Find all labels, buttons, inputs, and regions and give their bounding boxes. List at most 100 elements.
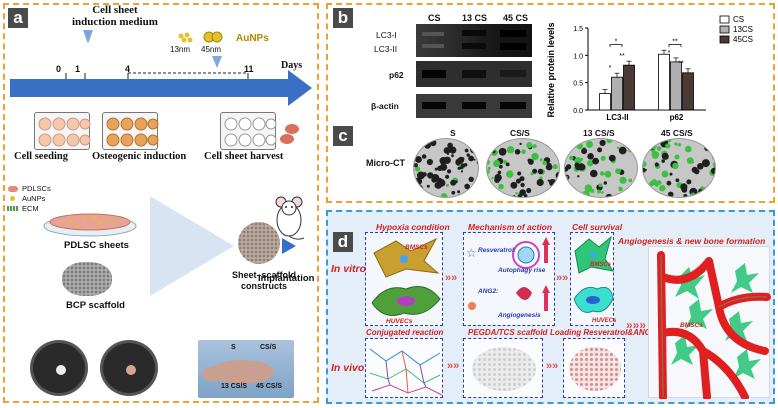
tick-1: 1 <box>75 64 81 74</box>
bcp-scaffold-icon <box>62 262 112 296</box>
result-box <box>648 246 771 401</box>
induction-medium-label: Cell sheet induction medium <box>72 4 158 28</box>
autophagy-label: Autophagy rise <box>498 267 546 274</box>
legend-label: 45CS <box>733 35 753 44</box>
funnel-arrow <box>150 196 234 296</box>
in-vivo-label: In vivo <box>331 362 365 374</box>
significance-mark: ** <box>619 53 625 60</box>
mechanism-title: Mechanism of action <box>468 222 553 232</box>
timeline-arrow <box>10 70 312 106</box>
ct-label-13: 13 CS/S <box>583 128 615 138</box>
panel-c-label: c <box>333 126 353 146</box>
bar <box>611 76 623 111</box>
significance-mark: * <box>615 38 618 45</box>
mouse-photo <box>198 340 294 398</box>
pegda-title: PEGDA/TCS scaffold <box>468 328 548 337</box>
aunp-13nm-icon <box>177 31 193 43</box>
microct-label: Micro-CT <box>366 158 405 168</box>
panel-b-label: b <box>333 8 353 28</box>
significance-mark: * <box>609 65 612 72</box>
loading-box <box>563 338 625 398</box>
row-p62: p62 <box>389 70 404 80</box>
stage-osteo: Osteogenic induction <box>92 151 187 162</box>
ct-label-45: 45 CS/S <box>661 128 693 138</box>
blot-actin <box>416 94 532 118</box>
bar <box>623 64 635 111</box>
chevron-icon-2: »» <box>556 272 569 284</box>
significance-mark: ** <box>678 61 684 68</box>
plate-osteo <box>102 112 159 150</box>
survival-title: Cell survival <box>572 222 623 232</box>
bcp-scaffold-label: BCP scaffold <box>66 300 125 311</box>
row-lc3i: LC3-I <box>376 30 397 40</box>
legend-swatch <box>719 15 730 24</box>
pdlsc-sheets-label: PDLSC sheets <box>64 240 129 251</box>
legend-swatch <box>719 35 730 44</box>
construct-icon <box>238 222 280 264</box>
microct-13 <box>564 138 638 198</box>
harvested-sheet-icon <box>278 122 302 146</box>
legend-pdlscs-icon <box>8 186 18 192</box>
bar <box>670 61 682 111</box>
implant-arrow-icon <box>282 238 296 254</box>
hypoxia-huvecs: HUVECs <box>386 318 413 325</box>
category-label: p62 <box>670 113 684 122</box>
resveratrol-star-icon: ☆ <box>466 246 477 260</box>
bar <box>599 93 611 111</box>
pegda-box <box>463 338 543 398</box>
stage-seeding: Cell seeding <box>14 151 68 162</box>
significance-mark: ** <box>672 38 678 45</box>
plate-harvest <box>220 112 277 150</box>
sig-bracket <box>609 44 623 48</box>
row-actin: β-actin <box>371 101 399 111</box>
legend-label: CS <box>733 15 744 24</box>
pegda-scaffold-icon <box>472 347 536 391</box>
y-tick-label: 1.0 <box>573 53 583 60</box>
conjugated-box <box>365 338 443 398</box>
plate-seeding <box>34 112 91 150</box>
scaffold-photo-1 <box>30 340 88 396</box>
panel-d-label: d <box>333 232 353 252</box>
loading-title: Loading Resveratrol&ANG2 <box>550 328 656 337</box>
bar <box>658 53 670 111</box>
ct-label-css: CS/S <box>510 128 530 138</box>
mouse-label-13: 13 CS/S <box>221 383 248 390</box>
mouse-label-45: 45 CS/S <box>256 383 283 390</box>
days-label: Days <box>281 60 303 71</box>
legend-aunps-icon <box>10 196 15 201</box>
y-axis-label: Relative protein levels <box>546 22 556 117</box>
microct-css <box>486 138 560 198</box>
aunp-45nm-icon <box>203 30 223 44</box>
mouse-icon <box>266 190 312 242</box>
loaded-scaffold-icon <box>569 347 621 391</box>
lane-cs: CS <box>428 13 441 23</box>
survival-bmscs: BMSCs <box>590 262 612 268</box>
legend-ecm-icon <box>7 206 19 211</box>
chevron-icon-1: »» <box>445 272 458 284</box>
induction-arrow-icon <box>83 30 93 44</box>
ct-label-s: S <box>450 128 456 138</box>
ang2-icon <box>468 302 476 310</box>
mouse-label-cs: CS/S <box>260 344 277 351</box>
legend-ecm: ECM <box>22 204 39 213</box>
aunps-arrow-icon <box>212 56 222 68</box>
size-13nm: 13nm <box>170 45 191 54</box>
category-label: LC3-II <box>606 113 628 122</box>
tick-4: 4 <box>125 64 131 74</box>
constructs-label: Sheet–scaffold constructs <box>232 270 297 291</box>
stage-harvest: Cell sheet harvest <box>204 151 284 162</box>
hypoxia-title: Hypoxia condition <box>376 222 450 232</box>
panel-a <box>3 3 319 403</box>
aunps-label: AuNPs <box>236 33 269 44</box>
y-tick-label: 0.0 <box>573 108 583 115</box>
conjugated-title: Conjugated reaction <box>366 328 444 337</box>
result-title: Angiogenesis & new bone formation <box>618 236 766 246</box>
blot-p62 <box>416 61 532 87</box>
result-bmscs: BMSCs <box>680 322 703 329</box>
hypoxia-bmscs: BMSCs <box>405 244 428 251</box>
row-lc3ii: LC3-II <box>374 44 398 54</box>
panel-a-label: a <box>8 8 28 28</box>
size-45nm: 45nm <box>201 45 222 54</box>
blot-lc3 <box>416 24 532 57</box>
chevron-icon-5: »»» <box>626 318 647 332</box>
